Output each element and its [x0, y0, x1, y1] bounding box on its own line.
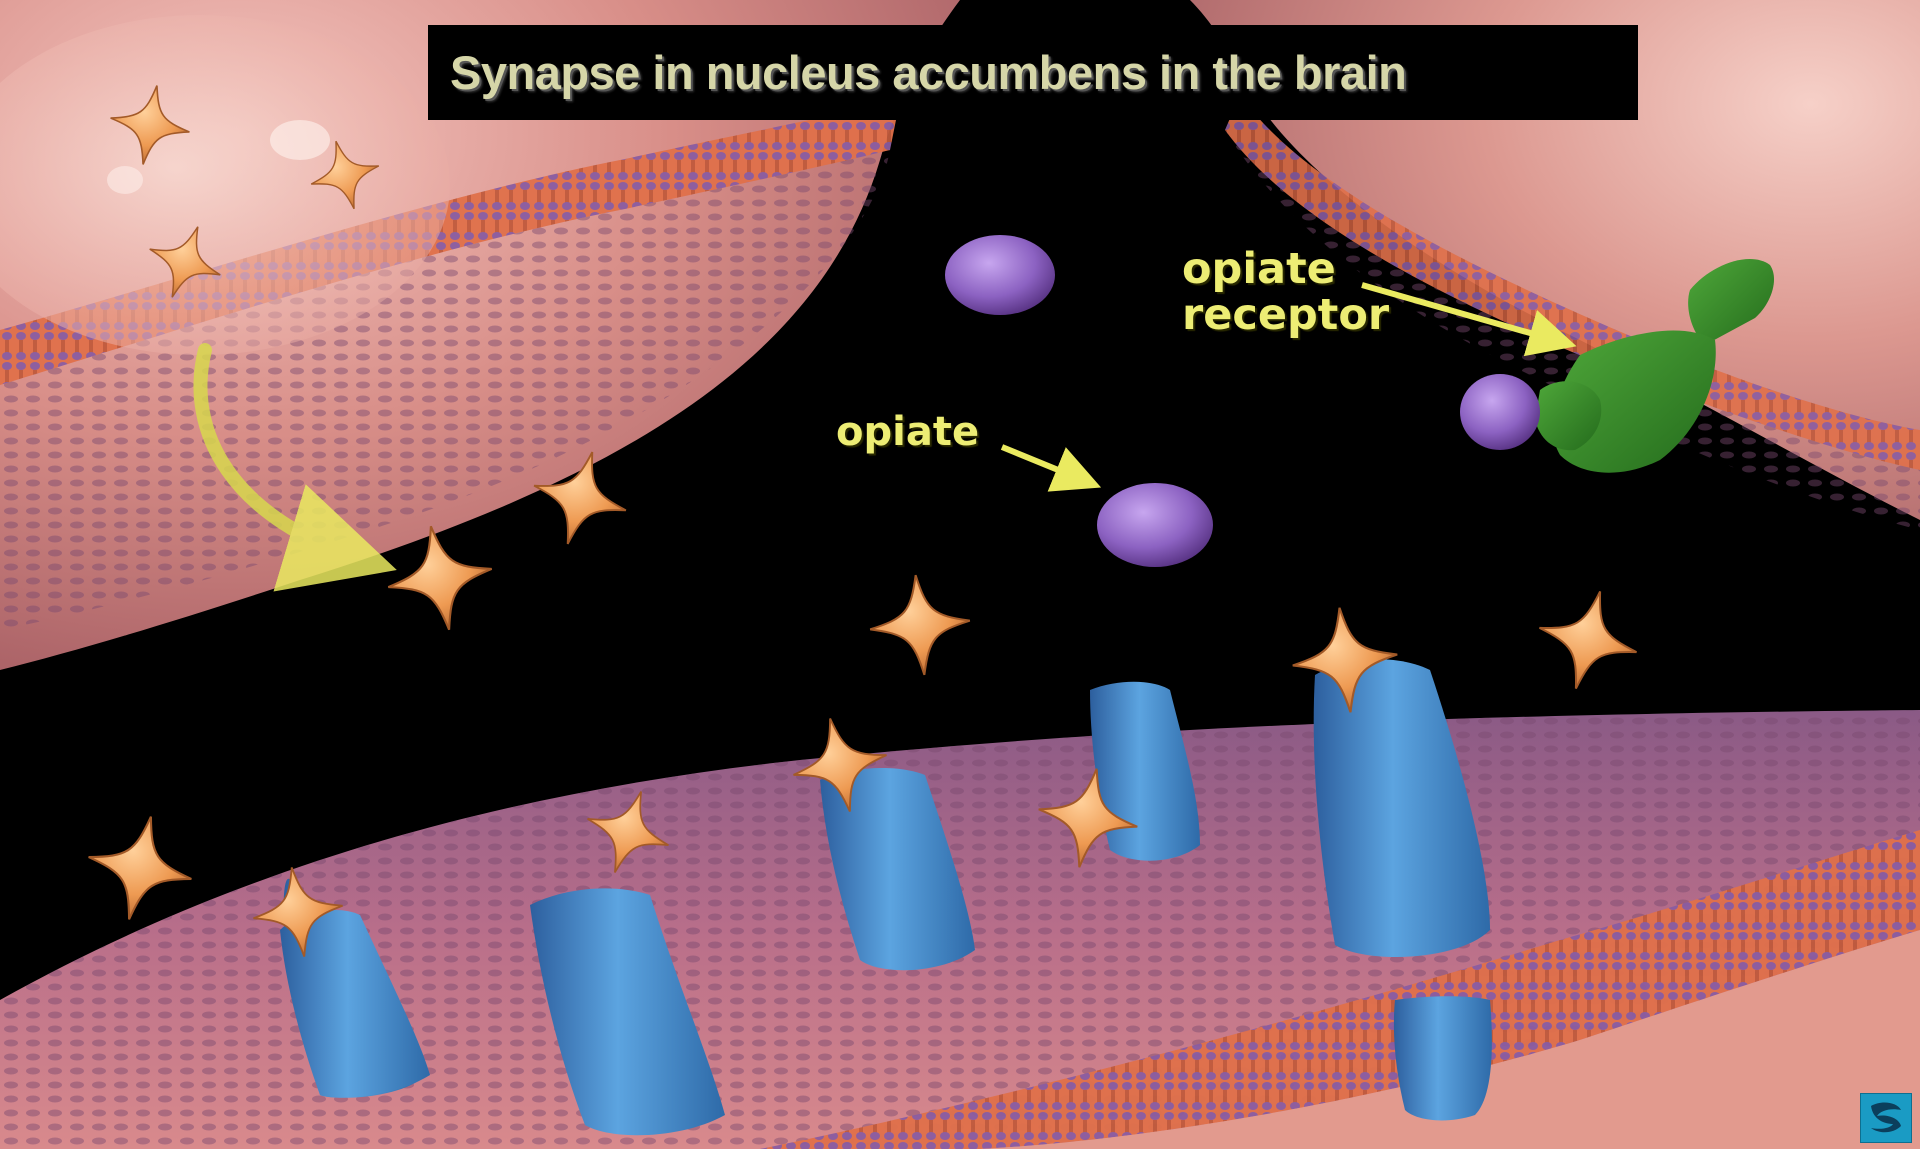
- opiate-molecule: [1460, 374, 1540, 450]
- opiate-receptor-label-line2: receptor: [1182, 292, 1389, 338]
- logo-mark-icon: [1861, 1094, 1911, 1142]
- opiate-receptor-label-line1: opiate: [1182, 246, 1389, 292]
- opiate-molecule: [945, 235, 1055, 315]
- opiate-molecule: [1097, 483, 1213, 567]
- page-title: Synapse in nucleus accumbens in the brai…: [450, 45, 1406, 100]
- opiate-receptor-label: opiate receptor: [1182, 246, 1389, 338]
- opiate-label: opiate: [836, 412, 979, 452]
- publisher-logo-icon: [1860, 1093, 1912, 1143]
- title-banner: Synapse in nucleus accumbens in the brai…: [428, 25, 1638, 120]
- receptor-channel: [1394, 996, 1492, 1120]
